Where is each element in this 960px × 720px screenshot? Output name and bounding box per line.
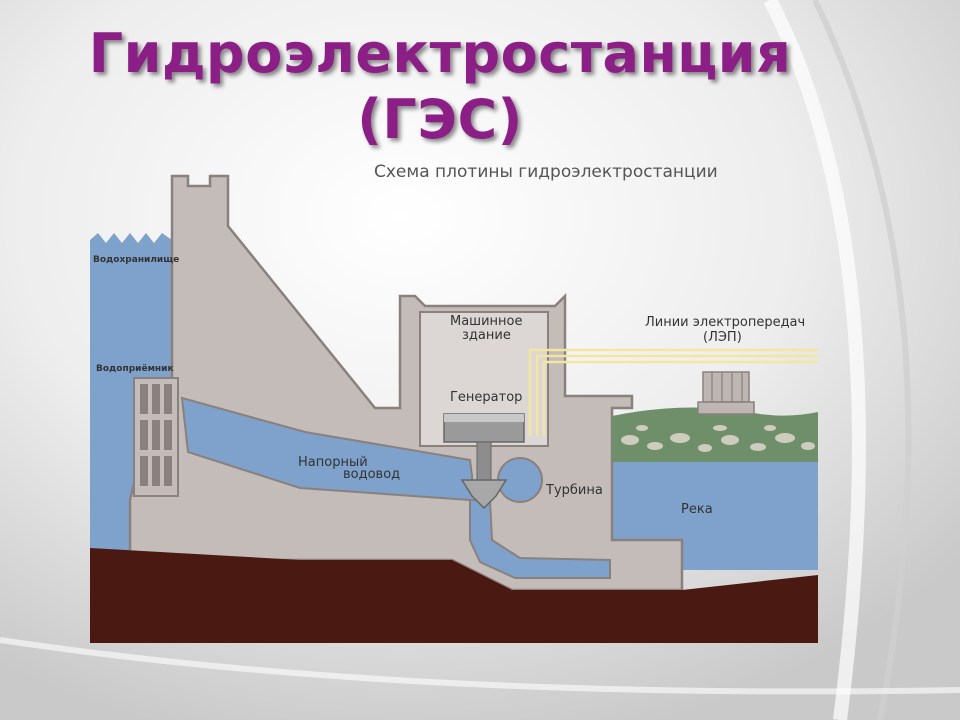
label-generator: Генератор [450, 390, 522, 405]
transmission-tower [697, 371, 755, 415]
label-powerhouse-line2: здание [462, 328, 511, 343]
dam-body [128, 174, 684, 592]
label-penstock-line2: водовод [343, 467, 400, 482]
label-power-lines-line2: (ЛЭП) [703, 330, 742, 345]
label-river: Река [681, 502, 713, 517]
label-reservoir: Водохранилище [93, 255, 179, 265]
page-title: Гидроэлектростанция [88, 22, 792, 85]
power-lines [528, 348, 818, 436]
diagram-subtitle: Схема плотины гидроэлектростанции [374, 162, 718, 182]
label-powerhouse-line1: Машинное [450, 314, 522, 329]
label-turbine: Турбина [545, 483, 603, 498]
label-penstock-line1: Напорный [298, 455, 368, 470]
draft-tube-water [469, 499, 611, 579]
page-title-abbreviation: (ГЭС) [357, 88, 523, 151]
label-power-lines-line1: Линии электропередач [645, 315, 805, 330]
riverbank [612, 407, 818, 462]
turbine-runner [460, 479, 508, 510]
ground [90, 548, 818, 643]
label-intake: Водоприёмник [96, 364, 174, 374]
turbine-shaft [476, 441, 492, 481]
